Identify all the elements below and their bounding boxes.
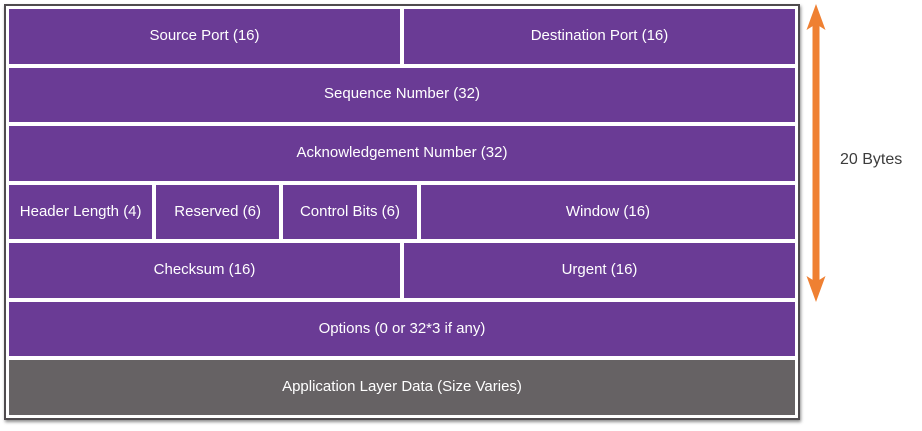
double-arrow-vertical-icon [806,4,826,302]
table-row-flags: Header Length (4) Reserved (6) Control B… [9,184,795,240]
table-row-acknowledgement: Acknowledgement Number (32) [9,126,795,181]
field-application-layer-data: Application Layer Data (Size Varies) [9,360,795,416]
table-row-application-data: Application Layer Data (Size Varies) [9,360,795,416]
field-acknowledgement-number: Acknowledgement Number (32) [9,126,795,181]
tcp-header-diagram: Source Port (16) Destination Port (16) S… [4,4,800,420]
field-urgent: Urgent (16) [404,243,795,298]
table-row-sequence: Sequence Number (32) [9,67,795,123]
bytes-size-label: 20 Bytes [840,151,903,168]
field-destination-port: Destination Port (16) [404,9,795,64]
field-window: Window (16) [420,184,795,240]
field-options: Options (0 or 32*3 if any) [9,301,795,357]
table-row-checksum: Checksum (16) Urgent (16) [9,243,795,298]
field-source-port: Source Port (16) [9,9,400,64]
field-control-bits: Control Bits (6) [283,184,417,240]
table-row-options: Options (0 or 32*3 if any) [9,301,795,357]
field-header-length: Header Length (4) [9,184,153,240]
field-reserved: Reserved (6) [156,184,279,240]
field-sequence-number: Sequence Number (32) [9,67,795,123]
table-row-ports: Source Port (16) Destination Port (16) [9,9,795,64]
field-checksum: Checksum (16) [9,243,400,298]
